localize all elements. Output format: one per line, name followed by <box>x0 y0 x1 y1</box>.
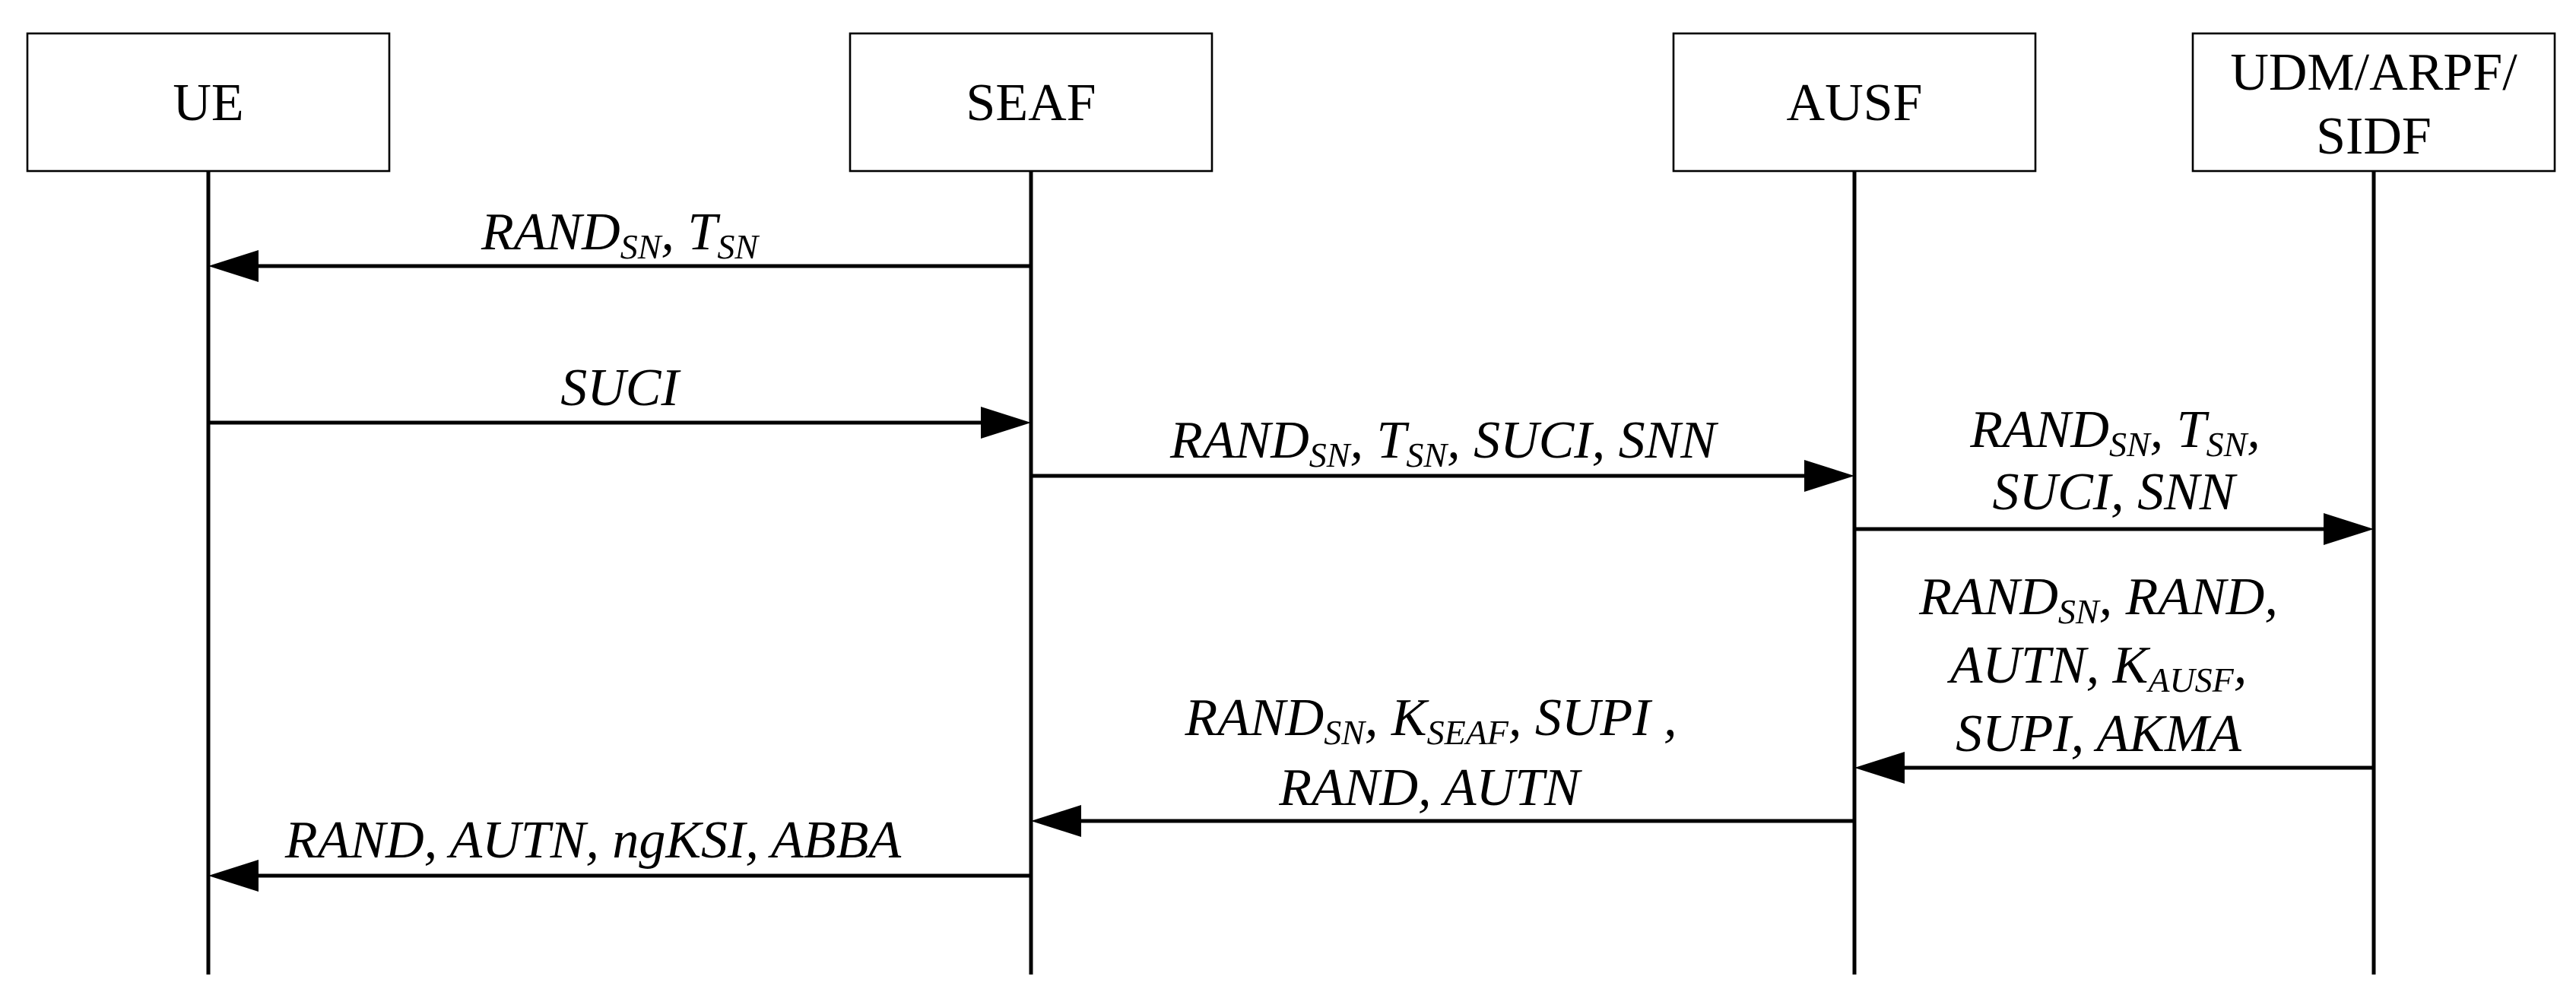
message-7-label: RAND, AUTN, ngKSI, ABBA <box>284 811 901 870</box>
message-4: RANDSN, TSN, SUCI, SNN <box>1854 401 2374 545</box>
entity-seaf-label: SEAF <box>966 74 1096 132</box>
entity-ausf-label: AUSF <box>1787 74 1923 132</box>
entity-ue: UE <box>26 32 391 173</box>
entity-udm-label-line2: SIDF <box>2316 107 2432 166</box>
entity-ue-label: UE <box>173 74 243 132</box>
entity-udm-arpf-sidf: UDM/ARPF/ SIDF <box>2191 32 2556 173</box>
arrow-head-left <box>208 860 259 892</box>
arrow-head-left <box>1854 752 1905 784</box>
message-6-label-line2: RAND, AUTN <box>1278 759 1582 817</box>
arrow-head-right <box>1804 460 1854 492</box>
arrow-head-left <box>1031 805 1081 837</box>
arrow-head-left <box>208 250 259 282</box>
entity-seaf: SEAF <box>849 32 1213 173</box>
message-3: RANDSN, TSN, SUCI, SNN <box>1031 411 1854 492</box>
message-4-label-line1: RANDSN, TSN, <box>1969 401 2260 464</box>
message-7: RAND, AUTN, ngKSI, ABBA <box>208 811 1031 892</box>
message-6-label-line1: RANDSN, KSEAF, SUPI , <box>1184 689 1677 752</box>
message-5: RANDSN, RAND, AUTN, KAUSF, SUPI, AKMA <box>1854 568 2374 784</box>
message-5-label-line3: SUPI, AKMA <box>1956 705 2241 763</box>
message-5-label-line2: AUTN, KAUSF, <box>1947 636 2248 699</box>
entity-ausf: AUSF <box>1672 32 2037 173</box>
message-2: SUCI <box>208 359 1031 439</box>
message-4-label-line2: SUCI, SNN <box>1993 463 2238 521</box>
message-6: RANDSN, KSEAF, SUPI , RAND, AUTN <box>1031 689 1854 837</box>
message-3-label: RANDSN, TSN, SUCI, SNN <box>1169 411 1718 474</box>
arrow-head-right <box>2324 513 2374 545</box>
arrow-head-right <box>981 407 1031 439</box>
message-5-label-line1: RANDSN, RAND, <box>1918 568 2278 631</box>
message-1: RANDSN, TSN <box>208 203 1031 282</box>
message-1-label: RANDSN, TSN <box>481 203 760 266</box>
entity-udm-label-line1: UDM/ARPF/ <box>2230 43 2517 102</box>
message-2-label: SUCI <box>560 359 681 417</box>
